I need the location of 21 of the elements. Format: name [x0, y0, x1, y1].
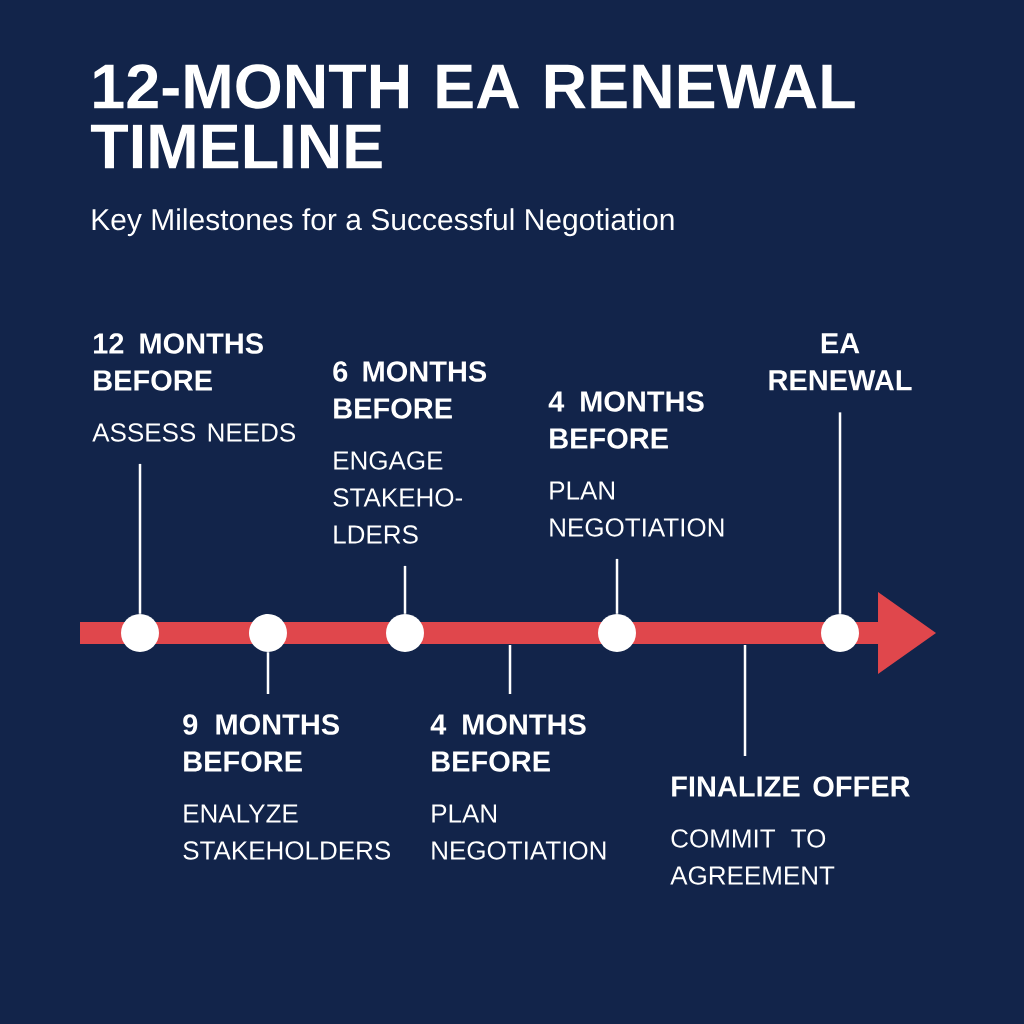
timeline-marker: [598, 614, 636, 652]
subtitle: Key Milestones for a Successful Negotiation: [92, 208, 674, 237]
milestone-label: 6 MONTHS BEFORE ENGAGE STAKEHO- LDERS: [333, 361, 487, 544]
milestone-label: 12 MONTHS BEFORE ASSESS NEEDS: [92, 333, 295, 442]
timeline-marker: [121, 614, 159, 652]
milestone-label: 4 MONTHS BEFORE PLAN NEGOTIATION: [548, 391, 724, 537]
leader-line: [743, 645, 747, 756]
leader-line: [838, 412, 842, 614]
milestone-label: FINALIZE OFFER COMMIT TO AGREEMENT: [670, 776, 910, 885]
leader-line: [138, 463, 142, 614]
milestone-label: 4 MONTHS BEFORE PLAN NEGOTIATION: [430, 714, 606, 860]
milestone-label: 9 MONTHS BEFORE ENALYZE STAKEHOLDERS: [183, 714, 391, 860]
leader-line: [403, 565, 407, 614]
leader-line: [266, 652, 270, 694]
timeline-marker: [249, 614, 287, 652]
title: 12-MONTH EA RENEWAL TIMELINE: [90, 64, 855, 169]
timeline-marker: [821, 614, 859, 652]
milestone-label: EA RENEWAL: [769, 333, 912, 391]
leader-line: [615, 558, 619, 614]
timeline-marker: [386, 614, 424, 652]
leader-line: [508, 645, 512, 694]
